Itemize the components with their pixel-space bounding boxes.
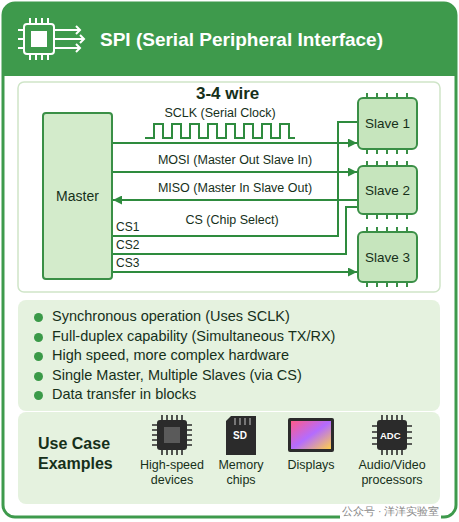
decoration (386, 283, 388, 287)
node-text: Displays (280, 458, 342, 473)
decoration (366, 150, 368, 154)
node-text: Slave 1 (365, 116, 410, 131)
decoration (376, 215, 378, 219)
signal-line (113, 207, 357, 254)
decoration (18, 18, 48, 60)
watermark: 公众号 · 洋洋实验室 (340, 505, 441, 519)
slave-chip: Slave 1 (357, 97, 418, 150)
node-text: High-speed devices (136, 458, 208, 487)
use-case-item: Memory chips (211, 412, 271, 502)
decoration (386, 150, 388, 154)
signal-label: MISO (Master In Slave Out) (156, 181, 314, 195)
decoration (386, 215, 388, 219)
decoration (54, 26, 84, 52)
icon-text: SD (233, 430, 247, 441)
decoration (24, 24, 54, 54)
wire-count: 3-4 wire (196, 84, 259, 104)
decoration (396, 150, 398, 154)
node-text: Data transfer in blocks (32, 385, 430, 405)
clock-waveform (145, 124, 295, 138)
header-band (3, 3, 456, 76)
pin-name: CS2 (116, 238, 139, 252)
signal-line (113, 271, 357, 273)
decoration (376, 150, 378, 154)
node-text: Full-duplex capability (Simultaneous TX/… (32, 327, 430, 347)
node-text: Audio/Video processors (348, 458, 436, 487)
decoration (396, 283, 398, 287)
node-text: Synchronous operation (Uses SCLK) (32, 307, 430, 327)
decoration (366, 283, 368, 287)
pin-name: CS1 (116, 220, 139, 234)
slave-chip: Slave 3 (357, 231, 418, 283)
node-text: Use Case Examples (38, 434, 130, 474)
feature-list: Synchronous operation (Uses SCLK)Full-du… (18, 300, 440, 411)
header-chip-icon (18, 18, 84, 60)
master-box: Master (42, 112, 113, 280)
node-text: Master (56, 188, 99, 204)
signal-line (113, 171, 357, 173)
decoration (396, 215, 398, 219)
use-case-item: Audio/Video processors (348, 412, 436, 502)
decoration (366, 215, 368, 219)
pin-name: CS3 (116, 256, 139, 270)
signal-line (113, 142, 357, 144)
node-text: Single Master, Multiple Slaves (via CS) (32, 366, 430, 386)
decoration (406, 215, 408, 219)
decoration (406, 150, 408, 154)
node-text: Slave 3 (365, 250, 410, 265)
signal-label: SCLK (Serial Clock) (162, 106, 277, 120)
node-text: Slave 2 (365, 183, 410, 198)
decoration (31, 31, 47, 47)
title-text: SPI (Serial Peripheral Interface) (100, 29, 383, 51)
decoration (406, 283, 408, 287)
node-text: High speed, more complex hardware (32, 346, 430, 366)
outer-panel (3, 3, 456, 517)
slave-chip: Slave 2 (357, 165, 418, 215)
signal-label: MOSI (Master Out Slave In) (156, 153, 314, 167)
node-text: Memory chips (211, 458, 271, 487)
diagram-area (18, 82, 440, 292)
use-case-item: Displays (280, 412, 342, 502)
signal-label: CS (Chip Select) (183, 213, 280, 227)
decoration (376, 283, 378, 287)
icon-text: ADC (380, 430, 401, 441)
use-case-panel: Use Case ExamplesHigh-speed devicesMemor… (18, 412, 440, 504)
signal-line (113, 199, 357, 201)
signal-line (113, 122, 357, 236)
use-case-item: High-speed devices (136, 412, 208, 502)
